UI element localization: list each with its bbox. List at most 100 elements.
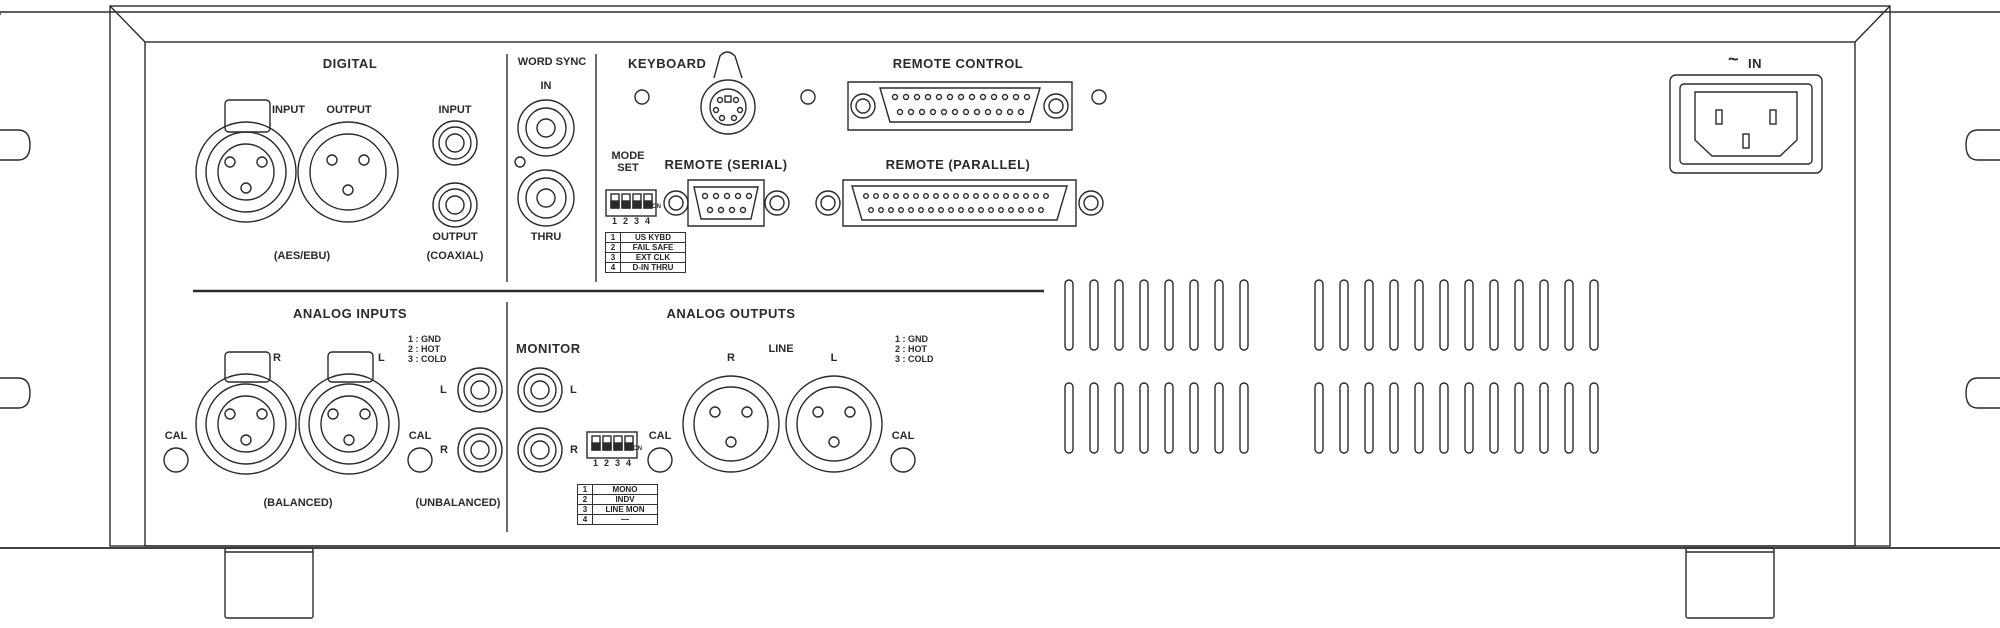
digital-xlr-input-connector bbox=[195, 99, 297, 223]
mode-set-row-number: 4 bbox=[605, 262, 621, 273]
ac-symbol: ~ bbox=[1728, 49, 1739, 69]
analog-input-r-label: R bbox=[273, 352, 281, 364]
mode-set-dip-switch bbox=[605, 189, 657, 217]
remote-parallel-label: REMOTE (PARALLEL) bbox=[885, 157, 1031, 172]
keyboard-label: KEYBOARD bbox=[628, 56, 707, 71]
monitor-dip-number: 4 bbox=[626, 458, 632, 468]
remote-serial-db9-connector bbox=[663, 179, 790, 227]
monitor-dip-number: 1 bbox=[593, 458, 599, 468]
word-sync-in-label: IN bbox=[540, 80, 552, 92]
word-sync-in-bnc bbox=[517, 99, 575, 157]
monitor-row-label: INDV bbox=[592, 494, 658, 505]
mode-set-row-label: US KYBD bbox=[620, 232, 686, 243]
power-in-label: IN bbox=[1748, 56, 1762, 71]
monitor-title: MONITOR bbox=[516, 341, 581, 356]
analog-output-cal-right-label: CAL bbox=[891, 430, 915, 442]
mode-set-dip-number: 3 bbox=[634, 216, 640, 226]
coaxial-output-rca bbox=[432, 182, 478, 228]
remote-control-indicator bbox=[1091, 89, 1107, 105]
keyboard-right-indicator bbox=[800, 89, 816, 105]
mode-set-dip-number: 4 bbox=[645, 216, 651, 226]
analog-input-l-xlr bbox=[298, 351, 400, 475]
monitor-dip-number: 3 bbox=[615, 458, 621, 468]
monitor-row-label: MONO bbox=[592, 484, 658, 495]
analog-input-l-label: L bbox=[378, 352, 385, 364]
analog-output-pin-hot: 2 : HOT bbox=[895, 344, 928, 354]
digital-xlr-output-connector bbox=[297, 121, 399, 223]
mode-set-dip-number: 2 bbox=[623, 216, 629, 226]
analog-inputs-title: ANALOG INPUTS bbox=[292, 306, 408, 321]
monitor-l-rca bbox=[517, 367, 563, 413]
monitor-row-label: — bbox=[592, 514, 658, 525]
coaxial-label: (COAXIAL) bbox=[426, 250, 484, 262]
mode-set-title-line1: MODE bbox=[611, 150, 645, 162]
analog-input-pin-gnd: 1 : GND bbox=[408, 334, 442, 344]
word-sync-thru-label: THRU bbox=[530, 231, 562, 243]
unbalanced-r-rca bbox=[457, 427, 503, 473]
analog-output-cal-left-trim bbox=[647, 447, 673, 473]
mode-set-row-label: D-IN THRU bbox=[620, 262, 686, 273]
coaxial-input-rca bbox=[432, 120, 478, 166]
monitor-l-label: L bbox=[570, 384, 577, 396]
digital-section-title: DIGITAL bbox=[322, 56, 378, 71]
table-row: 4— bbox=[577, 514, 658, 525]
word-sync-indicator bbox=[514, 156, 526, 168]
analog-outputs-title: ANALOG OUTPUTS bbox=[666, 306, 796, 321]
monitor-row-number: 3 bbox=[577, 504, 593, 515]
digital-xlr-input-label: INPUT bbox=[272, 104, 305, 116]
analog-output-cal-left-label: CAL bbox=[648, 430, 672, 442]
rack-chassis bbox=[0, 5, 2000, 619]
aes-ebu-label: (AES/EBU) bbox=[273, 250, 331, 262]
analog-input-cal-right-trim bbox=[407, 447, 433, 473]
analog-input-cal-left-trim bbox=[163, 447, 189, 473]
mode-set-dip-number: 1 bbox=[612, 216, 618, 226]
analog-input-r-xlr bbox=[195, 351, 297, 475]
monitor-row-number: 4 bbox=[577, 514, 593, 525]
analog-input-cal-right-label: CAL bbox=[408, 430, 432, 442]
keyboard-left-indicator bbox=[634, 89, 650, 105]
word-sync-title: WORD SYNC bbox=[517, 56, 587, 68]
monitor-dip-number: 2 bbox=[604, 458, 610, 468]
analog-input-pin-cold: 3 : COLD bbox=[408, 354, 447, 364]
remote-control-db25-connector bbox=[847, 81, 1073, 131]
word-sync-thru-bnc bbox=[517, 169, 575, 227]
remote-control-label: REMOTE CONTROL bbox=[892, 56, 1024, 71]
monitor-r-rca bbox=[517, 427, 563, 473]
analog-input-cal-left-label: CAL bbox=[164, 430, 188, 442]
analog-output-pin-cold: 3 : COLD bbox=[895, 354, 934, 364]
unbalanced-r-label: R bbox=[440, 444, 448, 456]
unbalanced-l-rca bbox=[457, 367, 503, 413]
unbalanced-l-label: L bbox=[440, 384, 447, 396]
mode-set-row-number: 1 bbox=[605, 232, 621, 243]
remote-parallel-db37-connector bbox=[815, 179, 1104, 227]
keyboard-din-connector bbox=[700, 51, 756, 135]
monitor-row-number: 1 bbox=[577, 484, 593, 495]
monitor-dip-switch bbox=[586, 431, 638, 459]
mode-set-row-label: FAIL SAFE bbox=[620, 242, 686, 253]
analog-input-pin-hot: 2 : HOT bbox=[408, 344, 441, 354]
mode-set-row-label: EXT CLK bbox=[620, 252, 686, 263]
mode-set-row-number: 3 bbox=[605, 252, 621, 263]
analog-output-pin-gnd: 1 : GND bbox=[895, 334, 929, 344]
mode-set-dip-on: ON bbox=[652, 204, 661, 210]
analog-output-r-label: R bbox=[727, 352, 735, 364]
remote-serial-label: REMOTE (SERIAL) bbox=[664, 157, 788, 172]
monitor-row-number: 2 bbox=[577, 494, 593, 505]
monitor-row-label: LINE MON bbox=[592, 504, 658, 515]
analog-output-r-xlr bbox=[682, 375, 780, 473]
section-dividers bbox=[193, 54, 1044, 532]
analog-output-line-label: LINE bbox=[768, 343, 794, 355]
balanced-label: (BALANCED) bbox=[263, 497, 333, 509]
coaxial-input-label: INPUT bbox=[438, 104, 472, 116]
mode-set-title-line2: SET bbox=[617, 162, 639, 174]
mode-set-row-number: 2 bbox=[605, 242, 621, 253]
digital-xlr-output-label: OUTPUT bbox=[326, 104, 372, 116]
